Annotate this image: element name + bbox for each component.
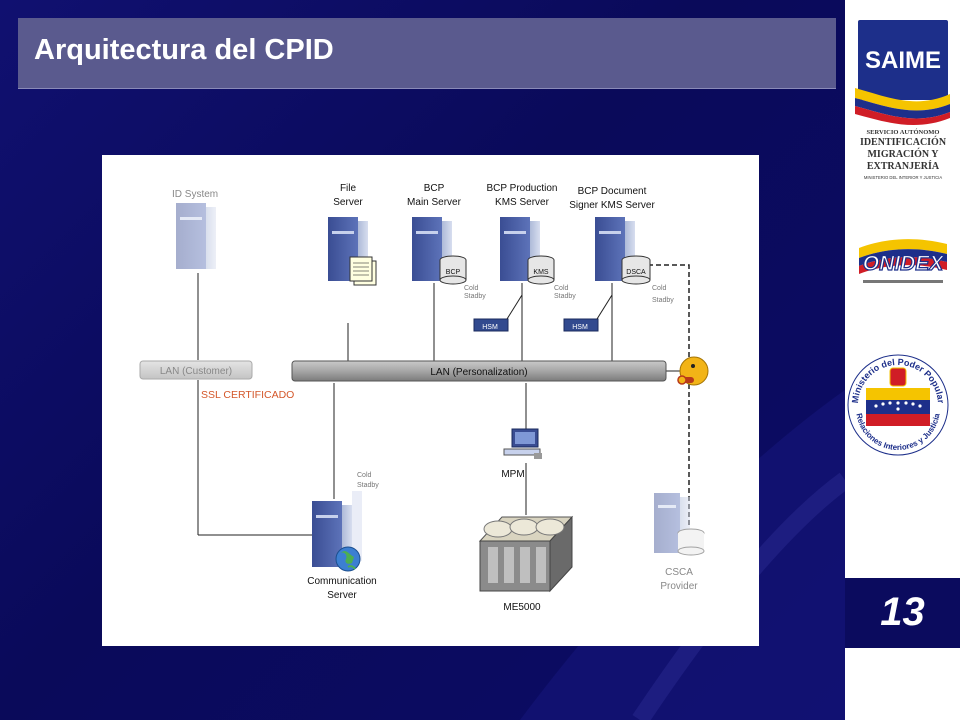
- me5000-label: ME5000: [503, 602, 541, 613]
- bcp-doc-signer-server: [595, 217, 651, 285]
- network-lines: [197, 273, 680, 536]
- saime-logo: SAIME SERVICIO AUTÓNOMO IDENTIFICACIÓN M…: [855, 20, 950, 180]
- saime-line-1: SERVICIO AUTÓNOMO: [867, 128, 940, 136]
- globe-icon: [335, 546, 361, 572]
- csca-label-2: Provider: [660, 581, 698, 592]
- page-number-box: 13: [845, 578, 960, 648]
- title-bar: Arquitectura del CPID: [18, 18, 836, 89]
- file-server-label-1: File: [340, 183, 357, 194]
- lan-personalization-bar: [291, 360, 667, 382]
- hsm-link-1: [506, 294, 523, 320]
- saime-line-4: EXTRANJERÍA: [867, 160, 940, 172]
- bcp-kms-label-2: KMS Server: [495, 197, 550, 208]
- saime-line-5: MINISTERIO DEL INTERIOR Y JUSTICIA: [864, 175, 943, 180]
- saime-line-3: MIGRACIÓN Y: [867, 148, 939, 160]
- bcp-main-label-1: BCP: [424, 183, 445, 194]
- lan-personalization-label: LAN (Personalization): [430, 367, 527, 378]
- lan-customer-label: LAN (Customer): [160, 366, 232, 377]
- ssl-certificado-label: SSL CERTIFICADO: [201, 389, 294, 401]
- key-icon: [677, 356, 709, 386]
- id-system-label: ID System: [172, 189, 218, 200]
- kms-cold-label: Cold: [554, 285, 569, 292]
- bcp-main-label-2: Main Server: [407, 197, 462, 208]
- comm-server-label-1: Communication: [307, 576, 376, 587]
- diagram-canvas: ID System File Server BCP Main Server BC…: [139, 183, 709, 613]
- dsca-stadby-label: Stadby: [652, 297, 674, 304]
- saime-brand: SAIME: [865, 47, 941, 74]
- comm-cold-label: Cold: [357, 472, 372, 479]
- file-server: [328, 217, 377, 286]
- csca-dashed-arrow: [636, 259, 690, 525]
- disk-bcp-label: BCP: [446, 269, 461, 276]
- page-number: 13: [880, 590, 925, 634]
- mpm-label: MPM: [501, 469, 524, 480]
- hsm-link-2: [596, 294, 613, 320]
- id-system-server: [176, 203, 216, 269]
- hsm-label-2: HSM: [572, 324, 588, 331]
- bcp-doc-label-1: BCP Document: [578, 186, 647, 197]
- lan-customer-bar: [139, 360, 253, 380]
- onidex-brand: ONIDEX: [863, 252, 946, 275]
- me5000-machine: [478, 515, 574, 593]
- ministerio-seal: Ministerio del Poder Popular Relaciones …: [847, 354, 949, 456]
- hsm-module-1: [473, 318, 509, 332]
- comm-server-label-2: Server: [327, 590, 357, 601]
- hsm-label-1: HSM: [482, 324, 498, 331]
- bcp-main-server: [412, 217, 467, 285]
- architecture-diagram: ID System File Server BCP Main Server BC…: [102, 155, 759, 646]
- bcp-cold-label: Cold: [464, 285, 479, 292]
- bcp-kms-label-1: BCP Production: [487, 183, 558, 194]
- saime-line-2: IDENTIFICACIÓN: [860, 136, 947, 148]
- disk-kms-label: KMS: [533, 269, 549, 276]
- bcp-stadby-label: Stadby: [464, 293, 486, 300]
- csca-label-1: CSCA: [665, 567, 693, 578]
- hsm-module-2: [563, 318, 599, 332]
- slide-title: Arquitectura del CPID: [34, 34, 334, 66]
- bcp-doc-label-2: Signer KMS Server: [569, 200, 655, 211]
- bcp-kms-server: [500, 217, 555, 285]
- kms-stadby-label: Stadby: [554, 293, 576, 300]
- dsca-cold-label: Cold: [652, 285, 667, 292]
- mpm-workstation: [503, 428, 542, 459]
- onidex-logo: ONIDEX: [859, 239, 947, 283]
- disk-dsca-label: DSCA: [626, 269, 646, 276]
- comm-stadby-label: Stadby: [357, 482, 379, 489]
- csca-provider-server: [654, 493, 705, 556]
- file-server-label-2: Server: [333, 197, 363, 208]
